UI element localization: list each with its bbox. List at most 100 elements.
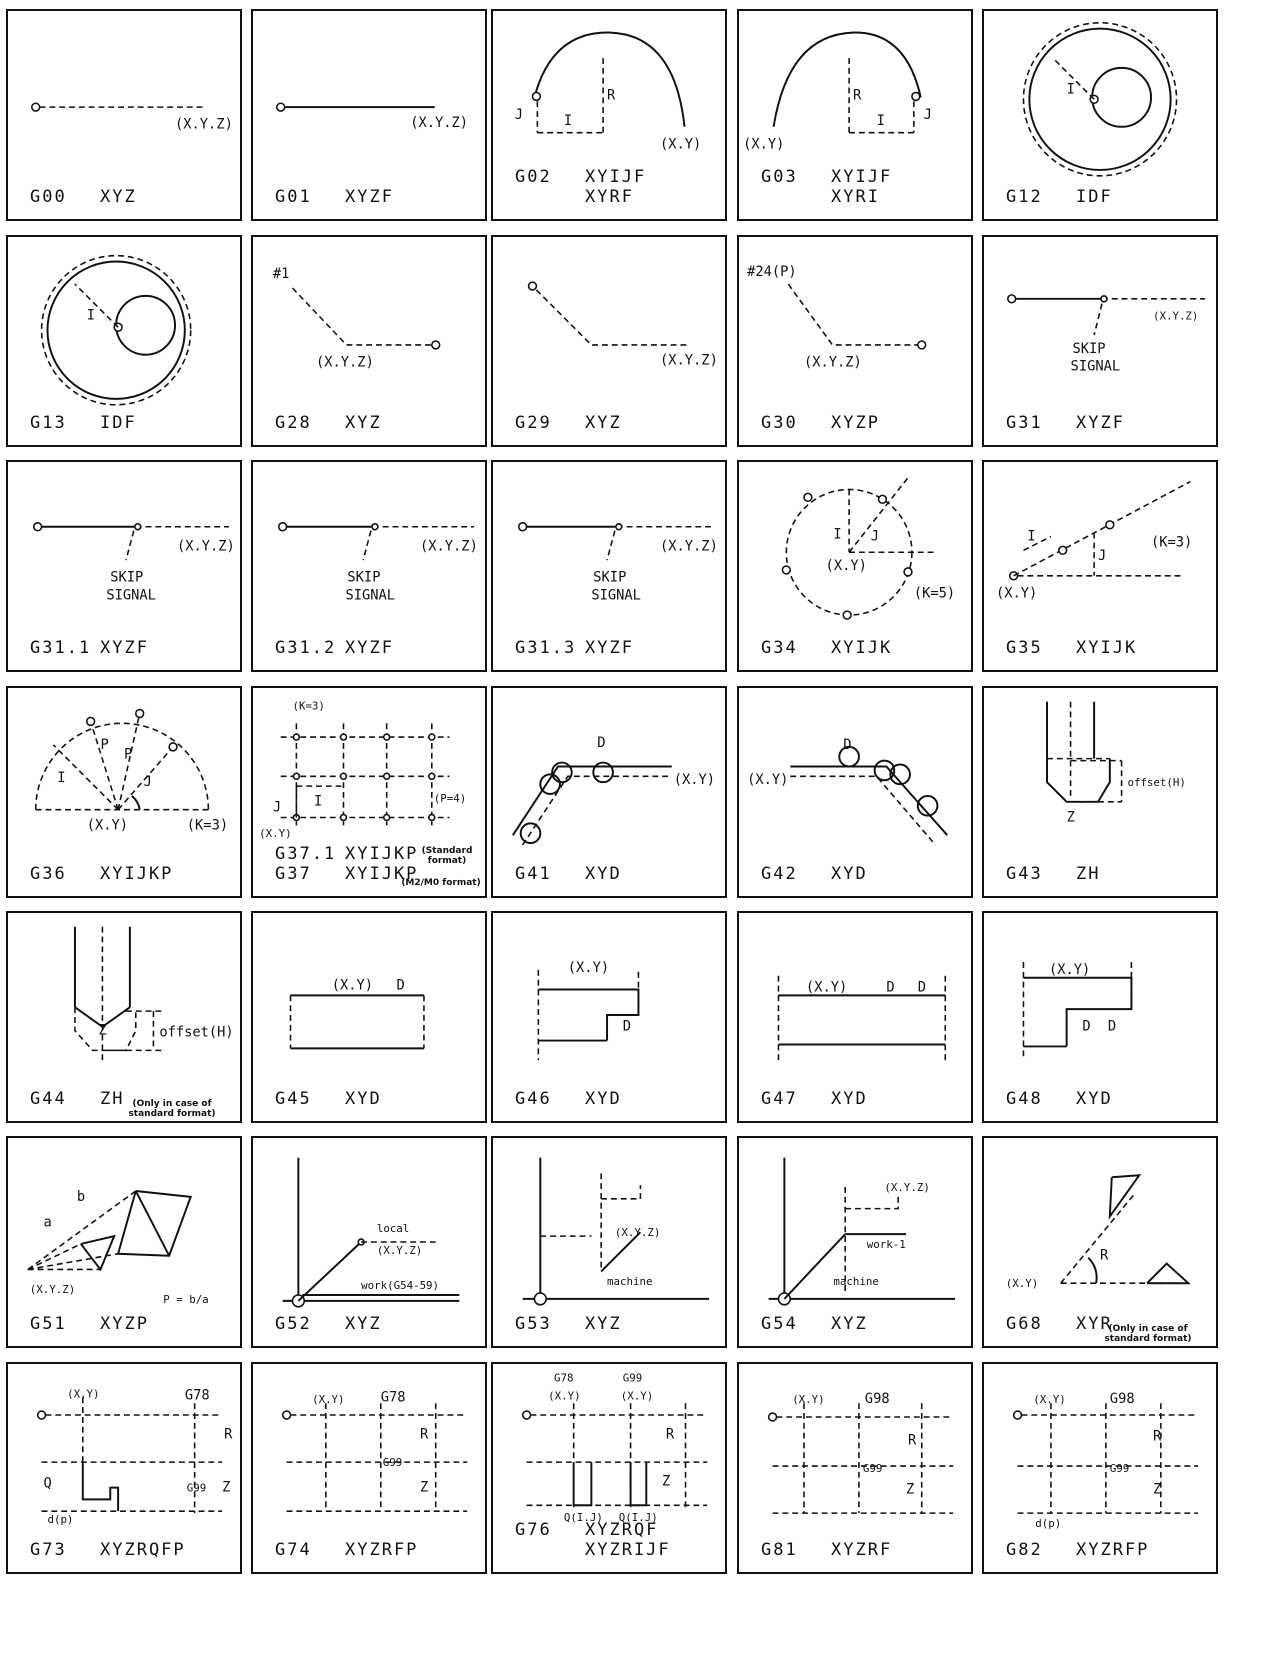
diagram-label: (X.Y) xyxy=(826,558,867,574)
gcode-params: XYZRFP xyxy=(1076,1540,1149,1560)
diagram-label: (X.Y) xyxy=(792,1393,824,1406)
gcode-caption: G02XYIJFXYRF xyxy=(515,167,646,207)
point-marker xyxy=(1106,521,1114,529)
diagram-path xyxy=(790,776,935,845)
gcode-code: G00 xyxy=(30,187,96,207)
diagram-label: offset(H) xyxy=(159,1025,233,1041)
diagram-label: I xyxy=(314,794,322,810)
gcode-params: XYZRFP xyxy=(345,1540,418,1560)
gcode-code: G31 xyxy=(1006,413,1072,433)
point-marker xyxy=(843,611,851,619)
diagram-line xyxy=(363,531,371,560)
gcode-caption: G34XYIJK xyxy=(761,638,892,658)
diagram-label: local xyxy=(377,1222,409,1235)
diagram-label: (X.Y) xyxy=(312,1393,344,1406)
diagram-label: (X.Y) xyxy=(621,1389,653,1402)
gcode-code-alt: G37 xyxy=(275,864,341,884)
gcode-code: G31.2 xyxy=(275,638,341,658)
point-marker xyxy=(341,734,347,740)
point-marker xyxy=(293,734,299,740)
diagram-label: P xyxy=(100,737,108,753)
point-marker xyxy=(32,103,40,111)
gcode-cell-g51: ba(X.Y.Z)P = b/aG51XYZP xyxy=(6,1136,242,1348)
diagram-label: J xyxy=(273,800,281,816)
gcode-params: XYZ xyxy=(345,413,382,433)
point-marker xyxy=(904,568,912,576)
diagram-label: (X.Y.Z) xyxy=(884,1181,929,1194)
gcode-caption: G46XYD xyxy=(515,1089,622,1109)
gcode-caption: G03XYIJFXYRI xyxy=(761,167,892,207)
point-marker xyxy=(283,1411,291,1419)
gcode-params: XYZP xyxy=(831,413,880,433)
point-marker xyxy=(912,92,920,100)
diagram-label: SKIP xyxy=(593,570,626,586)
diagram-label: (X.Y.Z) xyxy=(410,115,468,131)
gcode-code: G42 xyxy=(761,864,827,884)
gcode-caption: G29XYZ xyxy=(515,413,622,433)
gcode-params: XYD xyxy=(585,1089,622,1109)
gcode-cell-g02: RIJ(X.Y)G02XYIJFXYRF xyxy=(491,9,727,221)
point-marker xyxy=(804,493,812,501)
format-note: (Only in case of standard format) xyxy=(112,1099,232,1119)
gcode-params: XYZF xyxy=(1076,413,1125,433)
gcode-code: G82 xyxy=(1006,1540,1072,1560)
diagram-label: G98 xyxy=(865,1391,890,1407)
diagram-path xyxy=(1047,759,1110,802)
diagram-label: work-1 xyxy=(867,1238,906,1251)
diagram-label: Q xyxy=(44,1476,52,1492)
diagram-label: P = b/a xyxy=(163,1293,208,1306)
gcode-cell-g45: (X.Y)DG45XYD xyxy=(251,911,487,1123)
gcode-code: G12 xyxy=(1006,187,1072,207)
diagram-label: J xyxy=(871,528,879,544)
point-marker xyxy=(1014,1411,1022,1419)
diagram-circle xyxy=(1092,68,1151,127)
point-marker xyxy=(879,495,887,503)
gcode-params: XYZ xyxy=(831,1314,868,1334)
diagram-label: work(G54-59) xyxy=(361,1279,439,1292)
gcode-caption: G31XYZF xyxy=(1006,413,1125,433)
gcode-code: G28 xyxy=(275,413,341,433)
point-marker xyxy=(432,341,440,349)
diagram-label: (X.Y) xyxy=(548,1389,580,1402)
point-marker xyxy=(519,523,527,531)
diagram-label: machine xyxy=(607,1275,652,1288)
gcode-code: G73 xyxy=(30,1540,96,1560)
diagram-label: I xyxy=(877,113,885,129)
diagram-label: R xyxy=(666,1427,675,1443)
gcode-cell-g31-2: (X.Y.Z)SKIPSIGNALG31.2XYZF xyxy=(251,460,487,672)
gcode-caption: G73XYZRQFP xyxy=(30,1540,186,1560)
diagram-label: (X.Y) xyxy=(806,979,847,995)
gcode-caption: G12IDF xyxy=(1006,187,1113,207)
gcode-caption: G52XYZ xyxy=(275,1314,382,1334)
diagram-label: G99 xyxy=(863,1462,882,1475)
diagram-label: (X.Y.Z) xyxy=(1153,309,1198,322)
diagram-label: SKIP xyxy=(110,570,143,586)
diagram-label: G98 xyxy=(1110,1391,1135,1407)
diagram-label: (K=3) xyxy=(1151,534,1192,550)
format-note: (Only in case of standard format) xyxy=(1088,1324,1208,1344)
diagram-path xyxy=(574,1462,592,1505)
gcode-code: G03 xyxy=(761,167,827,187)
diagram-label: b xyxy=(77,1189,85,1205)
diagram-path xyxy=(536,290,689,345)
diagram-circle xyxy=(116,296,175,355)
diagram-label: I xyxy=(87,307,95,323)
gcode-code: G41 xyxy=(515,864,581,884)
diagram-label: G99 xyxy=(383,1456,402,1469)
gcode-cell-g54: (X.Y.Z)work-1machineG54XYZ xyxy=(737,1136,973,1348)
point-marker xyxy=(38,1411,46,1419)
diagram-path xyxy=(788,284,920,345)
diagram-label: R xyxy=(1100,1248,1109,1264)
gcode-code: G48 xyxy=(1006,1089,1072,1109)
gcode-caption: G45XYD xyxy=(275,1089,382,1109)
gcode-cell-g76: G78G99(X.Y)(X.Y)RZQ(I.J)Q(I.J)G76XYZRQFX… xyxy=(491,1362,727,1574)
diagram-label: (X.Y) xyxy=(1006,1277,1038,1290)
gcode-caption: G37.1XYIJKPG37XYIJKP xyxy=(275,844,418,884)
diagram-line xyxy=(126,531,134,560)
